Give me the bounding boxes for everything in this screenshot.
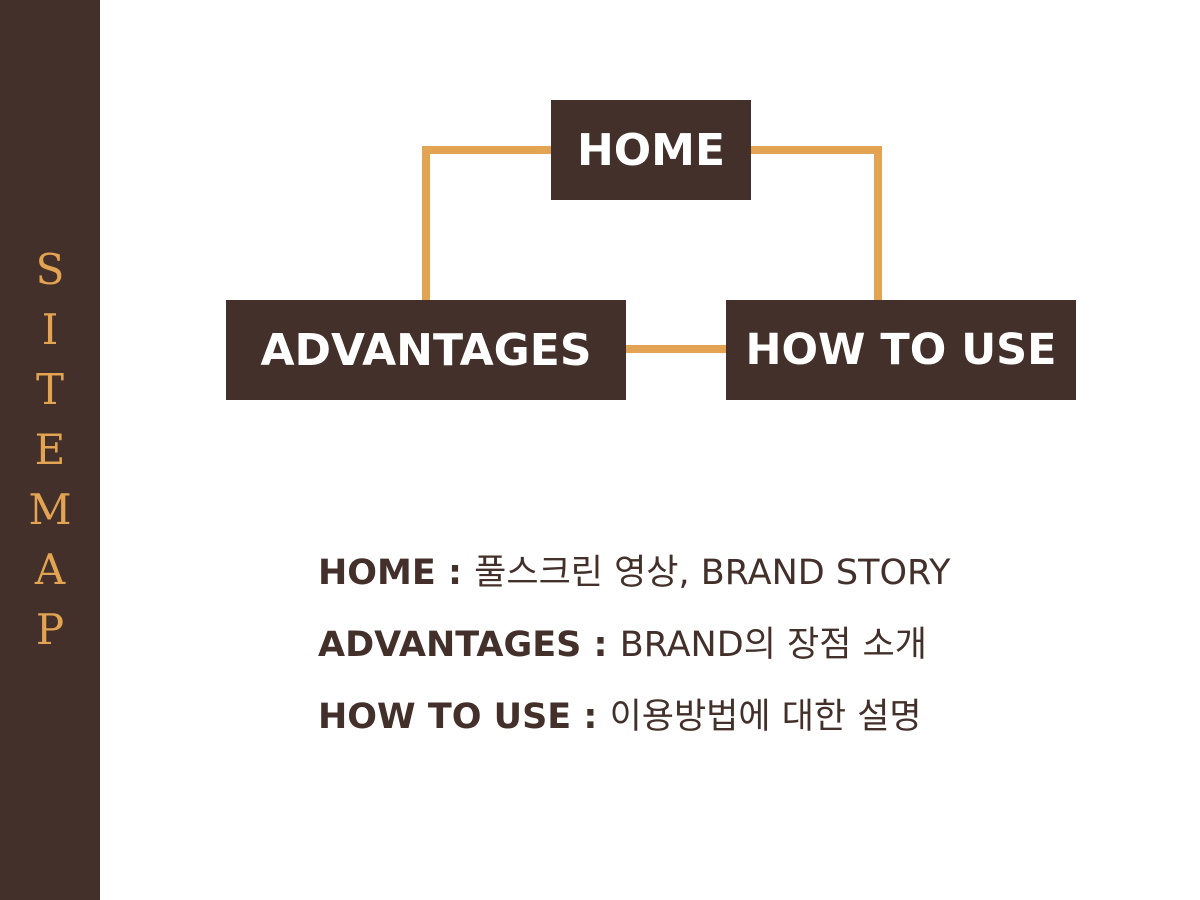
sitemap-vertical-title: S I T E M A P: [0, 240, 100, 660]
legend-description: 풀스크린 영상, BRAND STORY: [474, 553, 951, 593]
sidebar-letter: I: [41, 305, 59, 354]
legend-separator: :: [581, 625, 620, 665]
legend-separator: :: [571, 697, 610, 737]
node-how-to-use: HOW TO USE: [726, 300, 1076, 400]
legend-row-home: HOME : 풀스크린 영상, BRAND STORY: [318, 545, 1158, 617]
sidebar-letter: S: [35, 245, 65, 294]
connector-home-advantages: [422, 146, 551, 300]
sidebar-letter: A: [34, 545, 66, 594]
legend-key: ADVANTAGES: [318, 625, 582, 665]
node-advantages: ADVANTAGES: [226, 300, 626, 400]
legend-row-how-to-use: HOW TO USE : 이용방법에 대한 설명: [318, 689, 1158, 761]
legend-description: BRAND의 장점 소개: [619, 625, 927, 665]
node-home: HOME: [551, 100, 751, 200]
legend-key: HOW TO USE: [318, 697, 572, 737]
sidebar-letter: M: [28, 485, 72, 534]
sidebar-letter: T: [35, 365, 64, 414]
legend-separator: :: [435, 553, 475, 593]
legend-description: 이용방법에 대한 설명: [609, 697, 922, 737]
legend-key: HOME: [318, 553, 436, 593]
connector-home-how-to-use: [751, 146, 882, 300]
sitemap-legend: HOME : 풀스크린 영상, BRAND STORY ADVANTAGES :…: [318, 545, 1158, 761]
sidebar-letter: P: [35, 605, 65, 654]
sidebar-letter: E: [34, 425, 66, 474]
sidebar: S I T E M A P: [0, 0, 100, 900]
legend-row-advantages: ADVANTAGES : BRAND의 장점 소개: [318, 617, 1158, 689]
